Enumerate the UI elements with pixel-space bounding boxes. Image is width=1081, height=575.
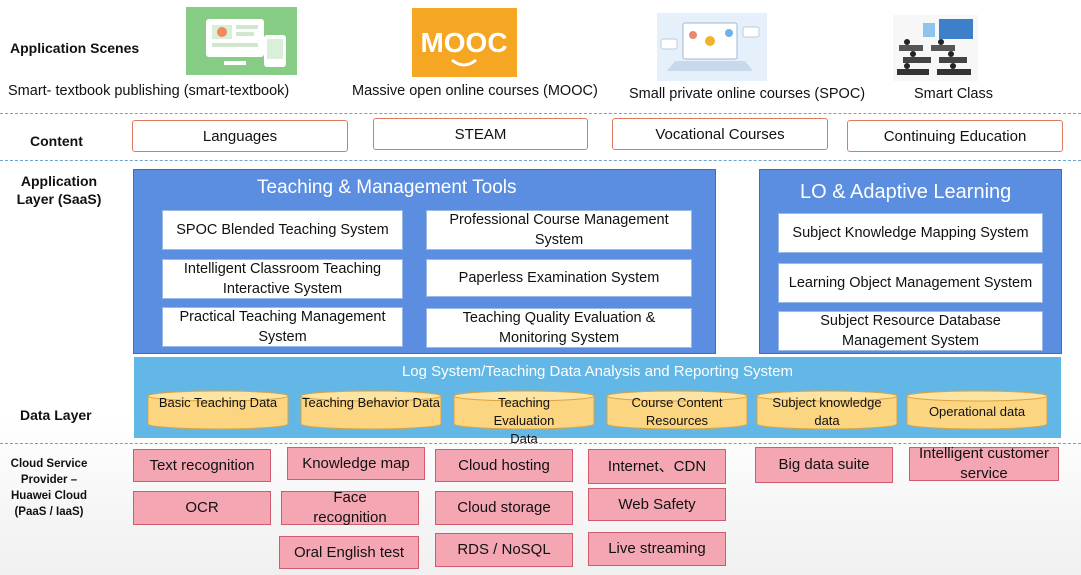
system-paperless-examination: Paperless Examination System <box>426 259 692 297</box>
row-label-cloud: Cloud Service Provider – Huawei Cloud (P… <box>10 458 88 518</box>
cloud-rds-nosql: RDS / NoSQL <box>435 533 573 567</box>
data-store-course-content: Course Content Resources <box>606 390 748 430</box>
system-practical-teaching: Practical Teaching Management System <box>162 307 403 347</box>
scene-label-smart-class: Smart Class <box>914 86 993 102</box>
data-store-label: Teaching Evaluation Data <box>493 395 555 446</box>
system-learning-object-management: Learning Object Management System <box>778 263 1043 303</box>
teaching-management-panel: Teaching & Management Tools SPOC Blended… <box>133 169 716 354</box>
spoc-laptop-image <box>657 13 767 81</box>
cloud-intelligent-customer-service-label: Intelligent customer service <box>918 445 1050 482</box>
divider <box>0 113 1081 114</box>
row-label-content: Content <box>30 133 83 149</box>
cloud-live-streaming: Live streaming <box>588 532 726 566</box>
scene-label-mooc: Massive open online courses (MOOC) <box>352 83 598 99</box>
cloud-big-data-suite: Big data suite <box>755 447 893 483</box>
cloud-face-recognition: Face recognition <box>281 489 419 526</box>
cloud-face-recognition-label: Face recognition <box>313 489 387 526</box>
data-store-basic-teaching: Basic Teaching Data <box>147 390 289 430</box>
cloud-web-safety: Web Safety <box>588 488 726 521</box>
mooc-logo-text: MOOC <box>420 27 507 58</box>
row-label-application: Application Layer (SaaS) <box>16 173 102 207</box>
system-intelligent-classroom: Intelligent Classroom Teaching Interacti… <box>162 259 403 299</box>
cloud-text-recognition: Text recognition <box>133 449 271 482</box>
cloud-internet-cdn: Internet、CDN <box>588 449 726 484</box>
row-label-data: Data Layer <box>20 407 92 423</box>
scene-label-spoc: Small private online courses (SPOC) <box>629 86 866 102</box>
row-label-scenes: Application Scenes <box>10 40 140 56</box>
mooc-logo: MOOC <box>412 8 517 77</box>
lo-adaptive-learning-panel: LO & Adaptive Learning Subject Knowledge… <box>759 169 1062 354</box>
cloud-hosting: Cloud hosting <box>435 449 573 482</box>
data-store-label: Teaching Behavior Data <box>301 395 441 410</box>
cloud-knowledge-map: Knowledge map <box>287 447 425 480</box>
data-store-subject-knowledge: Subject knowledge data <box>756 390 898 430</box>
data-store-label: Subject knowledge data <box>772 395 882 428</box>
content-languages: Languages <box>132 120 348 152</box>
data-store-teaching-evaluation: Teaching Evaluation Data <box>453 390 595 446</box>
content-continuing-education: Continuing Education <box>847 120 1063 152</box>
divider <box>0 160 1081 161</box>
data-store-label: Basic Teaching Data <box>158 395 278 410</box>
cloud-ocr: OCR <box>133 491 271 525</box>
data-store-operational: Operational data <box>906 390 1048 430</box>
system-professional-course-management: Professional Course Management System <box>426 210 692 250</box>
cloud-storage: Cloud storage <box>435 491 573 525</box>
smart-textbook-image <box>186 7 297 75</box>
data-store-label: Course Content Resources <box>631 395 723 428</box>
system-spoc-blended-teaching: SPOC Blended Teaching System <box>162 210 403 250</box>
cloud-oral-english-test: Oral English test <box>279 536 419 569</box>
cloud-intelligent-customer-service: Intelligent customer service <box>909 445 1059 482</box>
data-store-teaching-behavior: Teaching Behavior Data <box>300 390 442 430</box>
data-store-label: Operational data <box>928 404 1026 419</box>
system-subject-knowledge-mapping: Subject Knowledge Mapping System <box>778 213 1043 253</box>
classroom-image <box>893 15 978 81</box>
content-steam: STEAM <box>373 118 588 150</box>
scene-label-smart-textbook: Smart- textbook publishing (smart-textbo… <box>8 83 290 99</box>
lo-adaptive-learning-title: LO & Adaptive Learning <box>800 181 1012 203</box>
system-subject-resource-database: Subject Resource Database Management Sys… <box>778 311 1043 351</box>
teaching-management-title: Teaching & Management Tools <box>257 177 517 198</box>
divider <box>0 443 1081 444</box>
data-analysis-title: Log System/Teaching Data Analysis and Re… <box>401 363 794 380</box>
content-vocational-courses: Vocational Courses <box>612 118 828 150</box>
system-teaching-quality-evaluation: Teaching Quality Evaluation & Monitoring… <box>426 308 692 348</box>
